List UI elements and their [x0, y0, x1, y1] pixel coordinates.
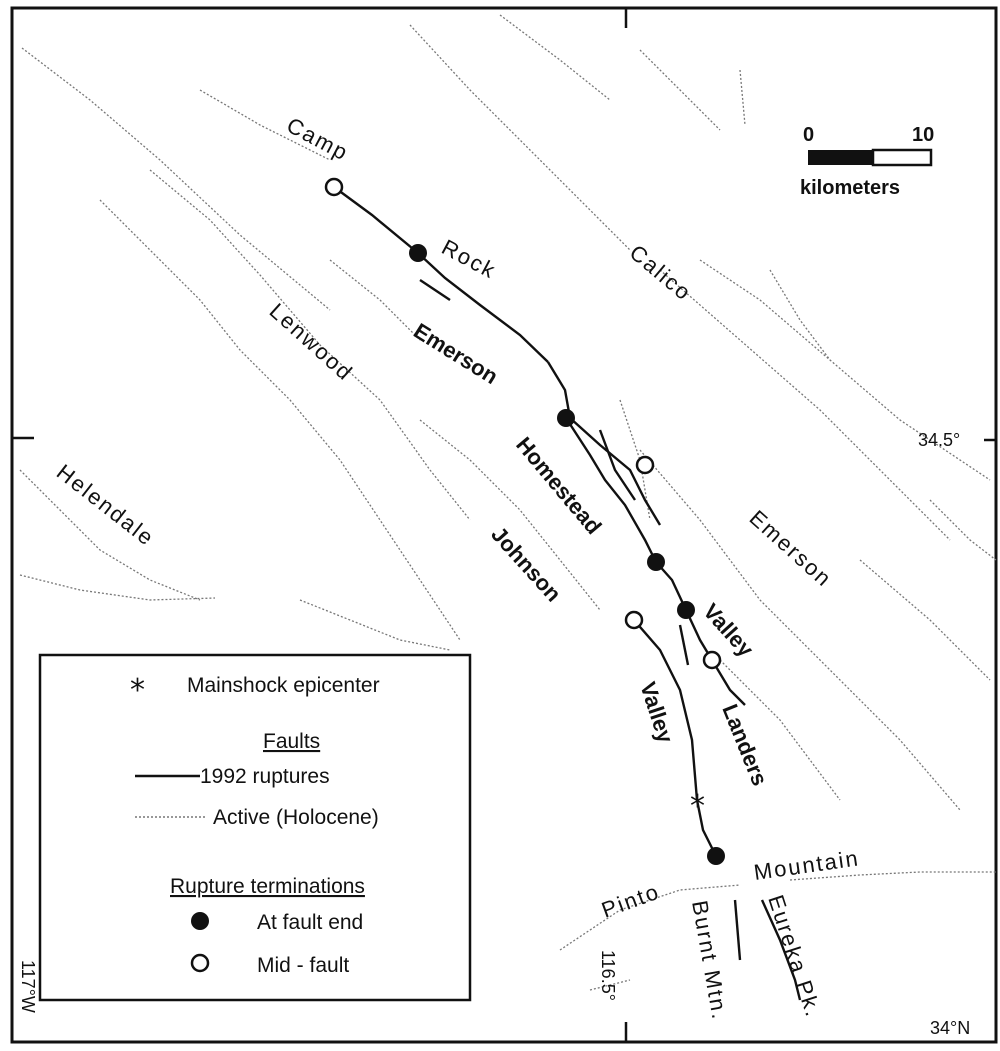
fault-end-marker — [707, 847, 725, 865]
active-fault-22 — [589, 979, 631, 991]
active-fault-24 — [929, 499, 997, 561]
active-fault-2 — [149, 169, 471, 521]
legend-epicenter-label: Mainshock epicenter — [187, 674, 380, 697]
active-fault-7 — [639, 49, 721, 131]
rupture-lines — [333, 186, 802, 1001]
rupture-homestead — [564, 417, 688, 611]
mid-fault-marker — [702, 650, 722, 670]
epicenter-star-icon: * — [690, 789, 705, 824]
scale-bar: 0 10 kilometers — [800, 124, 934, 199]
active-fault-9 — [639, 449, 961, 811]
active-fault-23 — [859, 559, 991, 681]
legend: * Mainshock epicenter Faults 1992 ruptur… — [38, 653, 472, 1002]
active-fault-16 — [299, 599, 451, 651]
label-emerson-east: Emerson — [745, 505, 838, 592]
label-helendale: Helendale — [52, 459, 160, 551]
scale-bar-empty — [871, 148, 933, 167]
active-fault-21 — [789, 871, 996, 881]
mid-fault-marker — [324, 177, 344, 197]
fault-end-marker — [557, 409, 575, 427]
active-fault-8 — [659, 269, 951, 541]
label-lenwood: Lenwood — [265, 298, 359, 386]
scale-unit-label: kilometers — [800, 177, 900, 199]
label-rock: Rock — [438, 234, 501, 283]
active-fault-17 — [419, 419, 601, 611]
legend-mid-fault-icon — [190, 953, 210, 973]
label-burnt-mtn: Burnt Mtn. — [687, 899, 733, 1023]
lat-mid-label: 34.5° — [918, 430, 960, 450]
fault-end-marker — [409, 244, 427, 262]
legend-mid-fault-label: Mid - fault — [257, 954, 349, 977]
active-fault-5 — [409, 24, 631, 251]
label-pinto: Pinto — [598, 879, 663, 923]
rupture-emerson — [546, 361, 662, 526]
rupture-camp-rock — [333, 186, 549, 363]
lat-bottom-label: 34°N — [930, 1018, 970, 1038]
label-camp: Camp — [283, 112, 354, 165]
active-fault-18 — [329, 259, 421, 341]
mid-fault-marker — [635, 455, 655, 475]
scale-label-ten: 10 — [912, 124, 934, 146]
map-frame — [10, 6, 998, 1044]
active-fault-14 — [19, 469, 201, 601]
rupture-burnt — [733, 899, 742, 961]
fault-end-marker — [647, 553, 665, 571]
rupture-terminations — [324, 177, 725, 865]
label-eureka-pk: Eureka Pk. — [763, 892, 826, 1021]
active-fault-3 — [199, 89, 331, 161]
rupture-segment-a — [419, 279, 451, 301]
label-valley-west: Valley — [635, 679, 678, 747]
scale-label-zero: 0 — [803, 124, 814, 146]
active-fault-4 — [99, 199, 461, 641]
legend-epicenter-icon: * — [130, 673, 145, 708]
active-fault-11 — [769, 269, 831, 361]
rupture-homestead-2 — [598, 429, 636, 501]
label-landers: Landers — [717, 701, 772, 790]
lon-left-label: 117°W — [18, 960, 38, 1013]
label-emerson-west: Emerson — [409, 318, 502, 389]
lon-mid-label: 116.5° — [598, 950, 618, 1001]
legend-rupture-label: 1992 ruptures — [200, 765, 330, 788]
rupture-eureka — [760, 899, 802, 1001]
legend-active-label: Active (Holocene) — [213, 806, 379, 829]
active-fault-15 — [19, 574, 216, 601]
rupture-segment-b — [678, 624, 690, 666]
rupture-landers-2 — [710, 659, 746, 706]
legend-fault-end-icon — [191, 912, 209, 930]
label-johnson: Johnson — [486, 522, 566, 607]
active-fault-6 — [499, 14, 611, 101]
active-fault-19 — [719, 659, 841, 801]
active-fault-1 — [21, 47, 331, 311]
active-fault-12 — [739, 69, 746, 126]
mid-fault-marker — [624, 610, 644, 630]
active-fault-13 — [619, 399, 651, 521]
legend-faults-heading: Faults — [263, 730, 320, 753]
rupture-johnson-valley — [633, 619, 718, 857]
label-calico: Calico — [625, 240, 697, 306]
active-faults — [19, 14, 997, 991]
fault-end-marker — [677, 601, 695, 619]
legend-box — [38, 653, 472, 1002]
scale-bar-filled — [808, 150, 873, 165]
legend-terminations-heading: Rupture terminations — [170, 875, 365, 898]
label-homestead: Homestead — [511, 432, 606, 539]
active-fault-20 — [559, 884, 741, 951]
legend-fault-end-label: At fault end — [257, 911, 363, 934]
